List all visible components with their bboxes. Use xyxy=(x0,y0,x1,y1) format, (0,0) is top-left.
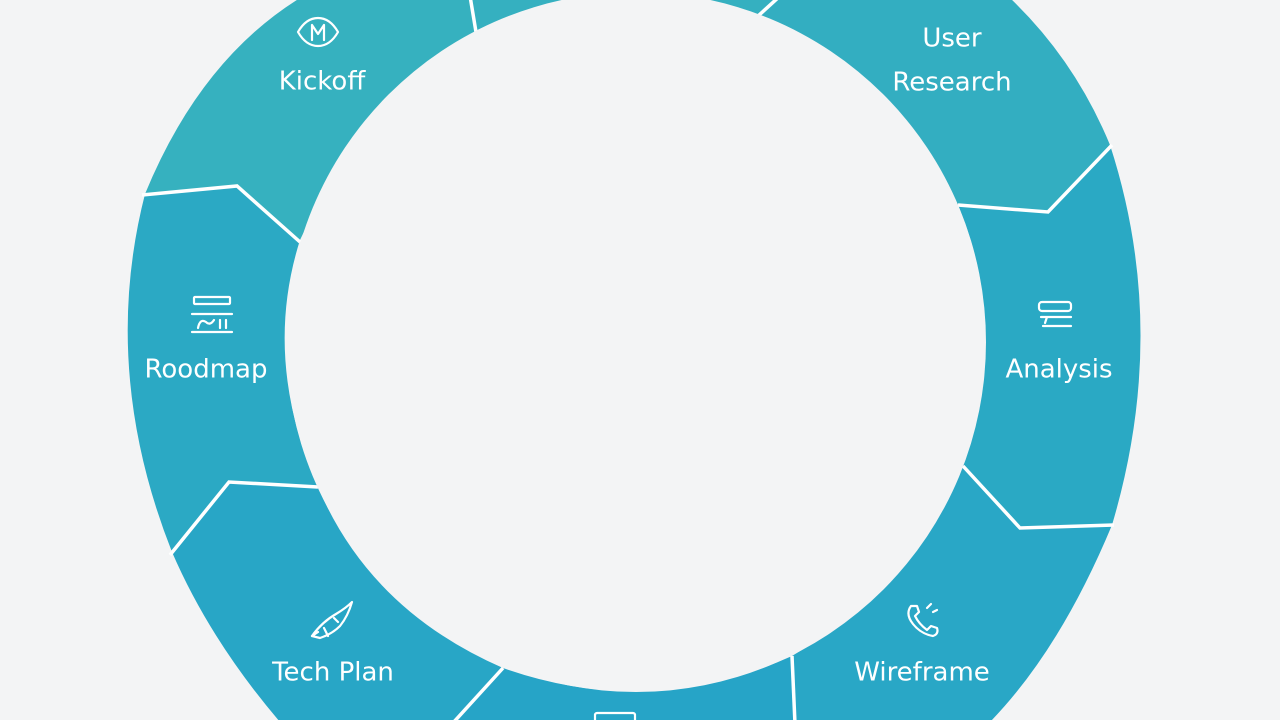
segment-wireframe xyxy=(792,466,1112,720)
ring-segments xyxy=(127,0,1141,720)
divider-research-analysis xyxy=(957,143,1114,214)
label-tech-plan: Tech Plan xyxy=(271,658,394,688)
pencil-icon xyxy=(907,602,939,638)
label-user-research-line2: Research xyxy=(892,68,1011,98)
divider-kickoff-roadmap xyxy=(141,184,302,244)
divider-top-research xyxy=(756,0,779,18)
rocket-icon xyxy=(310,600,354,640)
label-analysis: Analysis xyxy=(1005,355,1112,385)
label-user-research-line1: User xyxy=(922,24,982,54)
segment-dividers xyxy=(141,0,1115,720)
chart-board-icon xyxy=(1037,300,1073,328)
divider-bottom-techplan xyxy=(453,666,505,720)
segment-analysis xyxy=(958,145,1141,528)
label-wireframe: Wireframe xyxy=(854,658,990,688)
divider-wireframe-bottom xyxy=(790,655,797,720)
center-circle xyxy=(286,0,986,692)
clipboard-icon xyxy=(593,711,637,720)
segment-tech-plan xyxy=(172,482,503,720)
segment-roadmap xyxy=(127,186,318,552)
divider-techplan-roadmap xyxy=(168,480,319,557)
segment-user-research xyxy=(758,0,1110,212)
lightbulb-icon xyxy=(296,16,340,48)
divider-analysis-wireframe xyxy=(961,464,1115,530)
label-kickoff: Kickoff xyxy=(279,67,367,97)
segment-kickoff xyxy=(145,0,476,240)
label-roadmap: Roodmap xyxy=(145,355,268,385)
segment-bottom xyxy=(453,656,795,720)
roadmap-board-icon xyxy=(190,295,234,334)
divider-kickoff-top xyxy=(468,0,478,33)
